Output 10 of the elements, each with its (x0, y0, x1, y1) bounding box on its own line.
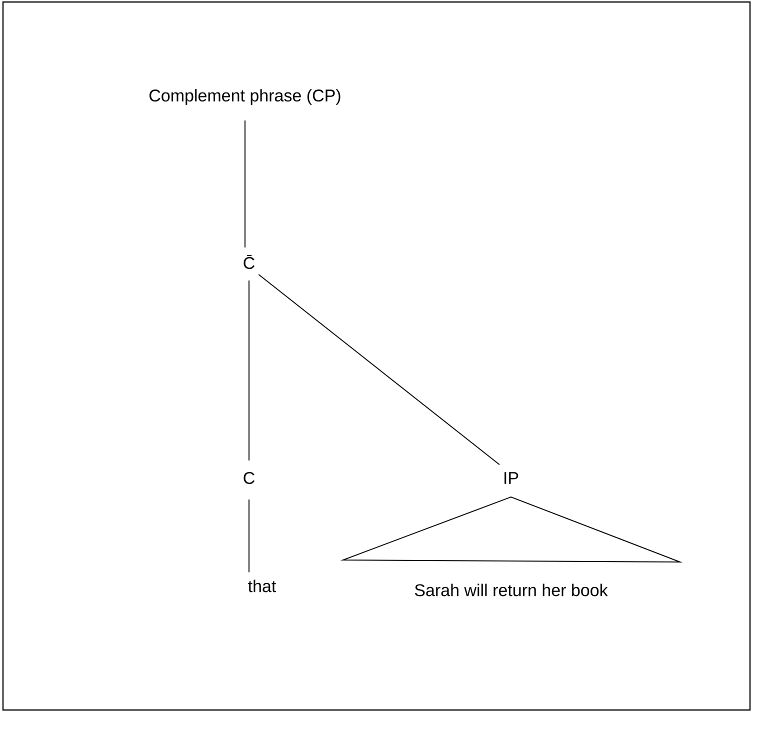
tree-branch (248, 280, 250, 461)
tree-label: IP (504, 472, 518, 484)
tree-label: C (244, 472, 254, 484)
tree-label: that (248, 580, 276, 592)
tree-branch (258, 274, 500, 466)
phrase-label: Sarah will return her book (414, 584, 608, 596)
tree-branch (248, 499, 250, 573)
tree-label: Complement phrase (CP) (150, 89, 340, 105)
tree-branch (244, 120, 246, 248)
tree-label: C̄ (244, 254, 254, 270)
